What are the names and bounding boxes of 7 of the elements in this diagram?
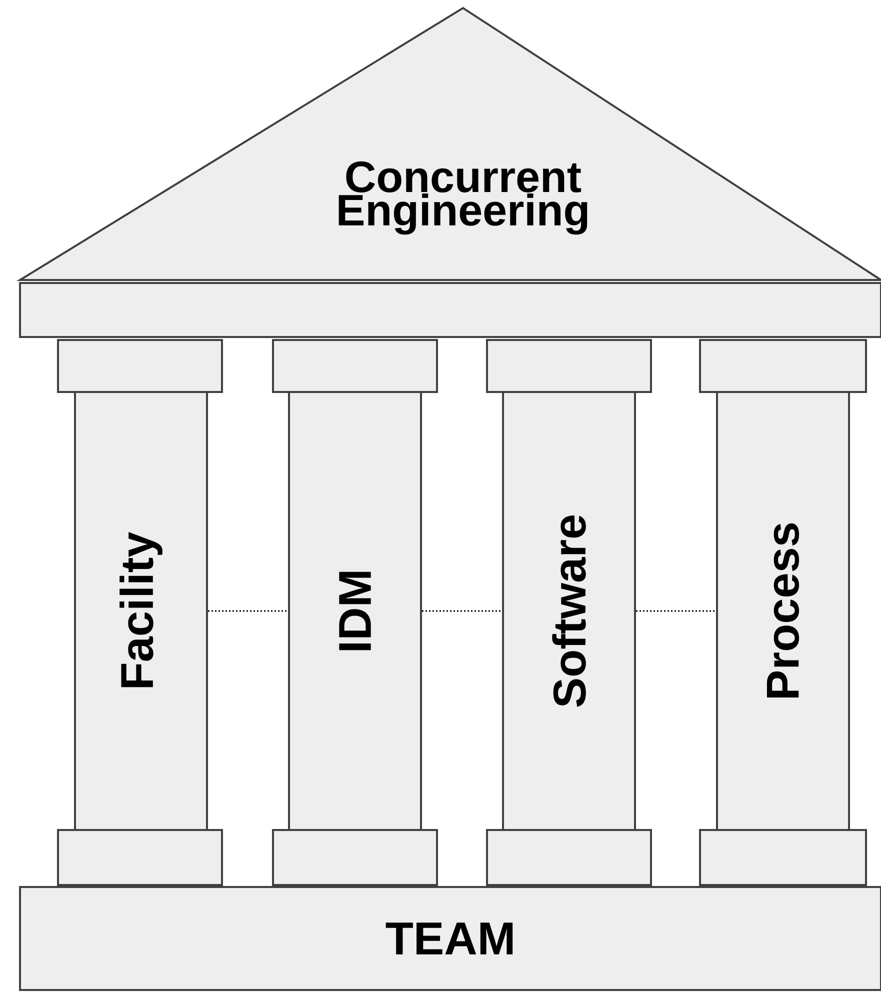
column: Process [699,339,867,886]
dotted-line [208,610,288,612]
column: Facility [57,339,223,886]
column: Software [486,339,652,886]
dotted-line [636,610,716,612]
dotted-line [422,610,502,612]
column: IDM [272,339,438,886]
